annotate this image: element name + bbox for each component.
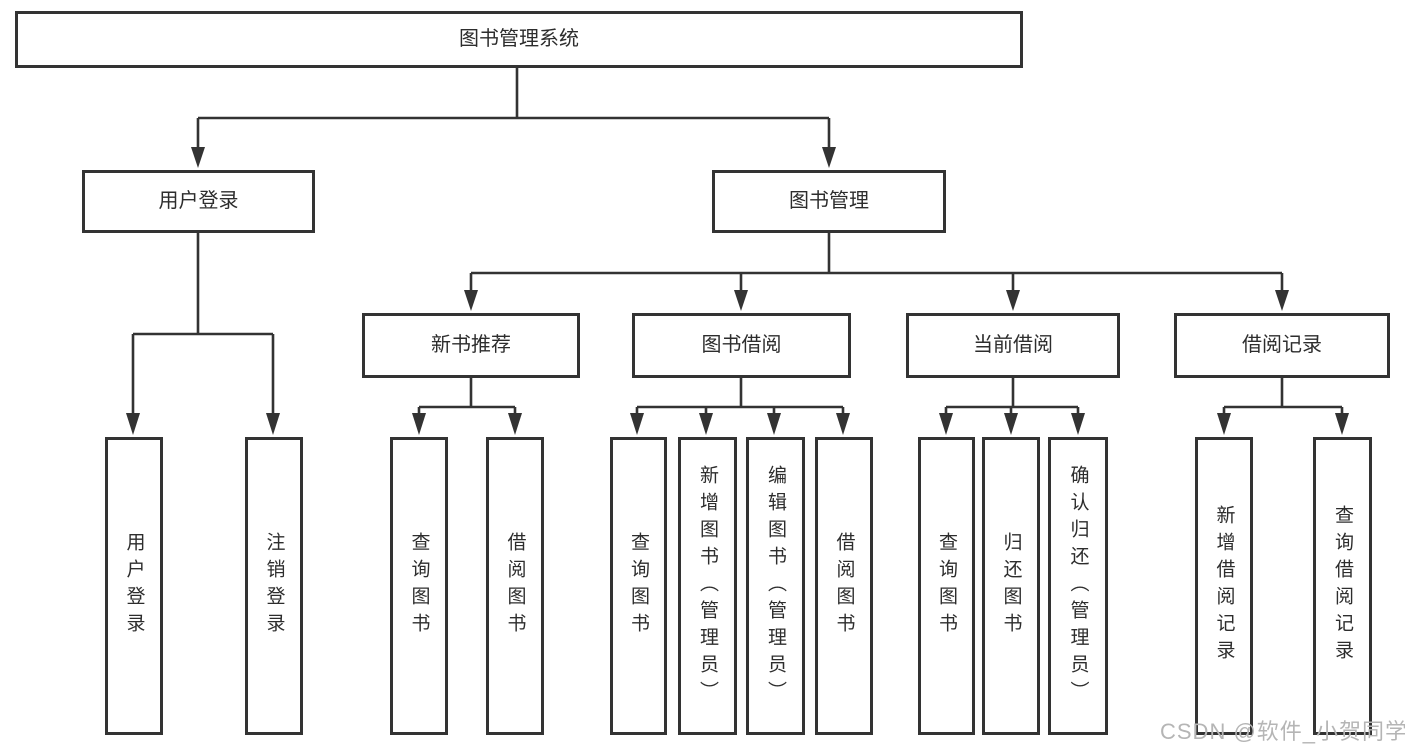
leaf-borrowing-add-books-admin: 新增图书（管理员） bbox=[678, 437, 737, 735]
leaf-records-add-record: 新增借阅记录 bbox=[1195, 437, 1253, 735]
arrowheads bbox=[126, 147, 1349, 435]
node-book-borrowing: 图书借阅 bbox=[632, 313, 851, 378]
leaf-current-query-books: 查询图书 bbox=[918, 437, 975, 735]
leaf-newbook-borrow-books: 借阅图书 bbox=[486, 437, 544, 735]
leaf-borrowing-query-books: 查询图书 bbox=[610, 437, 667, 735]
csdn-watermark: CSDN @软件_小贺同学 bbox=[1160, 719, 1405, 744]
leaf-borrowing-edit-books-admin: 编辑图书（管理员） bbox=[746, 437, 805, 735]
leaf-current-return-books: 归还图书 bbox=[982, 437, 1040, 735]
leaf-current-confirm-return-admin: 确认归还（管理员） bbox=[1048, 437, 1108, 735]
node-borrowing-records: 借阅记录 bbox=[1174, 313, 1390, 378]
leaf-user-login: 用户登录 bbox=[105, 437, 163, 735]
node-user-login: 用户登录 bbox=[82, 170, 315, 233]
node-current-borrowing: 当前借阅 bbox=[906, 313, 1120, 378]
connector-lines bbox=[131, 68, 1344, 416]
leaf-newbook-query-books: 查询图书 bbox=[390, 437, 448, 735]
leaf-borrowing-borrow-books: 借阅图书 bbox=[815, 437, 873, 735]
node-book-management: 图书管理 bbox=[712, 170, 946, 233]
leaf-logout: 注销登录 bbox=[245, 437, 303, 735]
node-book-management-system: 图书管理系统 bbox=[15, 11, 1023, 68]
leaf-records-query-record: 查询借阅记录 bbox=[1313, 437, 1372, 735]
node-new-book-recommend: 新书推荐 bbox=[362, 313, 580, 378]
